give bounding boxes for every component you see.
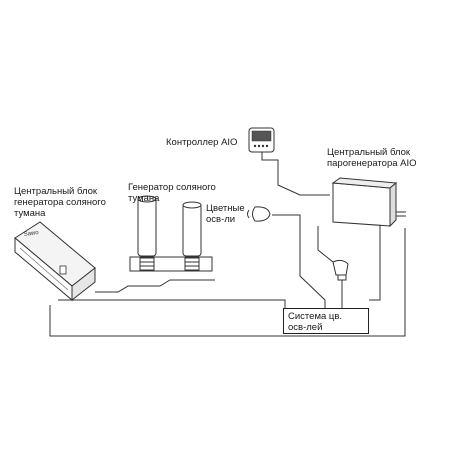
aio-controller-device xyxy=(248,127,275,153)
wire-steam-unit-to-sensor xyxy=(317,226,334,263)
label-steam-unit: Центральный блок парогенератора AIO xyxy=(327,147,417,169)
wire-salt-unit-bottom-loop xyxy=(49,228,406,337)
wire-light-to-system xyxy=(272,214,326,308)
wire-salt-unit-to-system xyxy=(58,299,286,312)
light-system-sensor-device xyxy=(332,259,349,281)
label-salt-generator: Генератор соляного тумана xyxy=(128,182,216,204)
wire-steam-right xyxy=(369,222,381,301)
light-system-box: Система цв. осв-лей xyxy=(283,308,369,334)
color-light-device xyxy=(247,206,271,222)
wire-controller-to-steam-unit xyxy=(261,152,330,196)
wire-salt-unit-to-generator xyxy=(95,279,215,293)
label-light-system-line2: осв-лей xyxy=(288,322,323,333)
aio-steam-unit-device xyxy=(331,177,406,228)
label-light-system-line1: Система цв. xyxy=(288,311,343,322)
label-color-lights: Цветные осв-ли xyxy=(206,203,245,225)
salt-fog-unit-device: Sawo xyxy=(14,221,96,302)
salt-unit-brand-text: Sawo xyxy=(23,230,39,238)
label-salt-unit: Центральный блок генератора соляного тум… xyxy=(14,186,106,219)
salt-fog-generator-device xyxy=(129,195,213,272)
label-controller: Контроллер AIO xyxy=(166,137,238,148)
